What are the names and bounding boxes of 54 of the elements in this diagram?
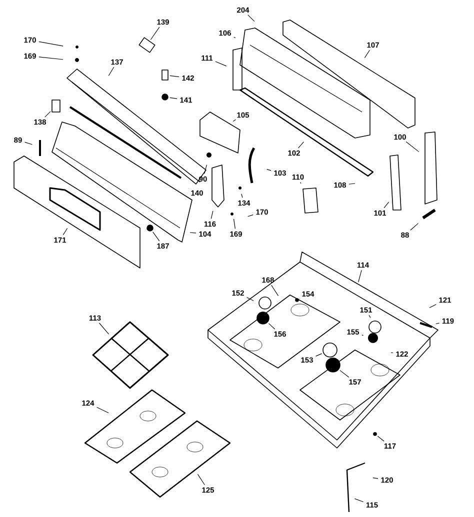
- leader-line: [248, 14, 255, 22]
- leader-line: [368, 314, 371, 318]
- leader-line: [98, 322, 110, 334]
- leader-line: [271, 284, 279, 296]
- leader-line: [436, 322, 440, 324]
- leader-line: [233, 218, 236, 229]
- leader-line: [152, 232, 160, 242]
- leader-line: [348, 183, 356, 184]
- screw-part: [295, 298, 299, 302]
- leader-line: [372, 477, 378, 479]
- leader-line: [266, 169, 272, 171]
- screw-part: [146, 224, 154, 232]
- leader-line: [298, 141, 304, 148]
- leader-line: [340, 370, 350, 378]
- leader-line: [170, 75, 180, 78]
- leader-line: [234, 36, 236, 38]
- clip-part: [138, 37, 156, 53]
- leader-line: [96, 406, 109, 414]
- leader-line: [197, 474, 205, 486]
- leader-line: [410, 223, 419, 230]
- leader-line: [364, 50, 370, 58]
- leader-line: [204, 164, 208, 174]
- leader-line: [38, 56, 64, 60]
- leader-line: [241, 194, 243, 198]
- burner-head: [326, 358, 340, 372]
- leader-line: [362, 334, 364, 336]
- leader-line: [38, 41, 64, 46]
- leader-line: [210, 210, 214, 219]
- leader-line: [247, 214, 254, 217]
- leader-line: [406, 141, 420, 152]
- leader-line: [384, 202, 390, 208]
- screw-part: [162, 94, 168, 100]
- clip-part: [162, 70, 168, 80]
- leader-line: [268, 323, 276, 330]
- leader-line: [390, 352, 394, 354]
- leader-line: [215, 61, 227, 66]
- leader-line: [190, 232, 196, 234]
- leader-line: [24, 142, 33, 145]
- screw-part: [373, 432, 377, 436]
- leader-line: [44, 111, 51, 118]
- leader-line: [316, 353, 322, 356]
- leader-line: [150, 26, 160, 40]
- leader-line: [429, 304, 436, 308]
- burner-cap: [322, 342, 338, 358]
- leader-line: [108, 66, 114, 76]
- leader-line: [62, 228, 68, 236]
- leader-line: [246, 297, 254, 302]
- leader-line: [170, 97, 178, 100]
- leader-line: [377, 436, 384, 442]
- leader-line: [358, 270, 362, 282]
- burner-head: [256, 312, 270, 324]
- leader-line: [232, 119, 236, 122]
- leader-line: [354, 498, 364, 502]
- clip-part: [52, 100, 60, 112]
